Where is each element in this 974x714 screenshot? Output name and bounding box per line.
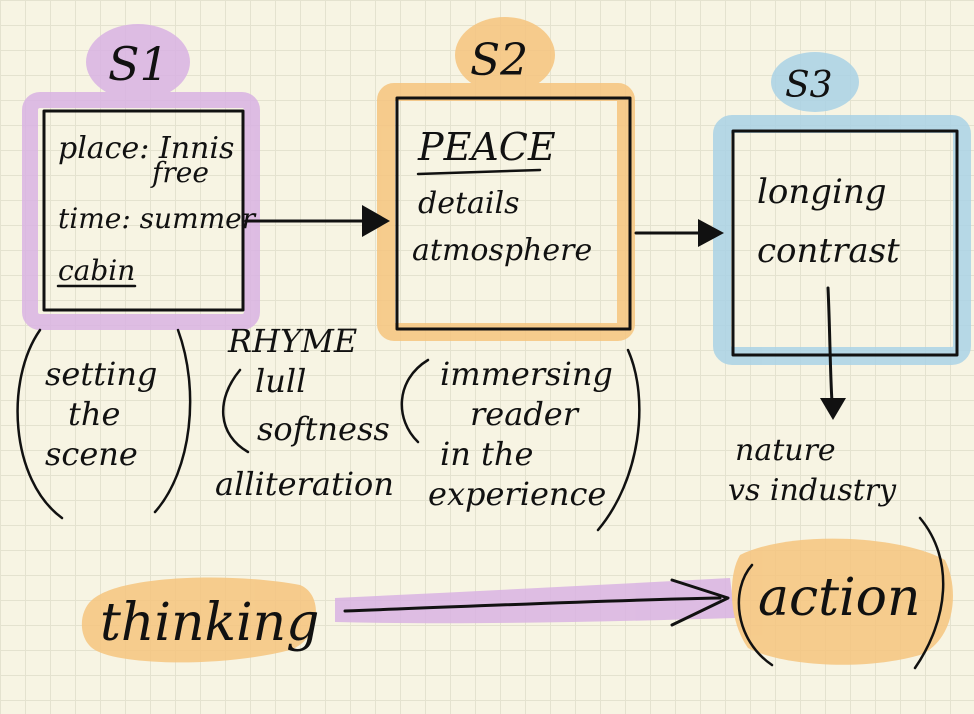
arrow-s1-s2-head — [362, 205, 390, 237]
s1-line-place: place: Innis — [58, 131, 234, 166]
s1-note-bracket-left — [16, 328, 64, 520]
s2-note-bracket-right — [596, 348, 641, 532]
s2-note-reader: reader — [470, 395, 580, 433]
s3-note-industry: vs industry — [728, 473, 897, 508]
s3-label: S3 — [785, 65, 833, 106]
s1-line-cabin: cabin — [58, 254, 135, 287]
s1-note-setting: setting — [45, 355, 157, 393]
arrows — [244, 205, 846, 627]
arrow-s3-down-head — [820, 398, 846, 420]
highlights — [22, 17, 971, 665]
brackets — [16, 328, 945, 670]
s2-note-in-the: in the — [440, 435, 533, 473]
action-bracket-left — [737, 563, 774, 667]
s1-line-time: time: summer — [58, 202, 257, 235]
s3-line-longing: longing — [757, 172, 887, 212]
s1-label-highlight — [86, 24, 190, 100]
s1-label: S1 — [108, 37, 169, 91]
action-text: action — [758, 568, 920, 628]
s2-line-details: details — [418, 186, 519, 221]
s1-box-highlight — [22, 92, 260, 330]
s2-label: S2 — [470, 35, 528, 86]
s3-box — [731, 129, 959, 357]
peace-underline — [416, 168, 542, 176]
thinking-text: thinking — [100, 593, 319, 653]
s2-line-atmosphere: atmosphere — [412, 233, 592, 268]
arrow-s2-s3-head — [698, 219, 724, 247]
action-highlight — [731, 538, 953, 665]
s3-note-nature: nature — [735, 433, 836, 468]
s1-box — [42, 109, 245, 312]
s2-note-immersing: immersing — [440, 355, 613, 393]
s2-box — [395, 96, 632, 331]
s3-label-highlight — [771, 52, 859, 112]
s2-note-bracket-left — [400, 358, 430, 444]
arrow-thinking-action-head — [670, 578, 730, 627]
rhyme-title: RHYME — [227, 322, 357, 360]
s2-note-experience: experience — [428, 475, 606, 513]
s1-line-free: free — [150, 156, 209, 189]
rhyme-lull: lull — [255, 362, 306, 400]
s1-note-the: the — [68, 395, 120, 433]
thinking-highlight — [81, 577, 317, 663]
action-bracket-right — [913, 516, 945, 670]
s2-box-highlight — [377, 83, 635, 341]
s2-line-peace: PEACE — [417, 125, 556, 169]
arrow-thinking-action — [343, 596, 722, 613]
s1-note-scene: scene — [45, 435, 138, 473]
arrow-band-highlight — [335, 578, 735, 624]
rhyme-alliteration: alliteration — [215, 465, 394, 503]
rhyme-softness: softness — [257, 410, 390, 448]
rhyme-bracket — [221, 368, 250, 454]
s1-note-bracket-right — [153, 328, 192, 514]
s2-label-highlight — [455, 17, 555, 93]
s3-line-contrast: contrast — [757, 231, 900, 271]
arrow-s3-down — [826, 286, 834, 404]
